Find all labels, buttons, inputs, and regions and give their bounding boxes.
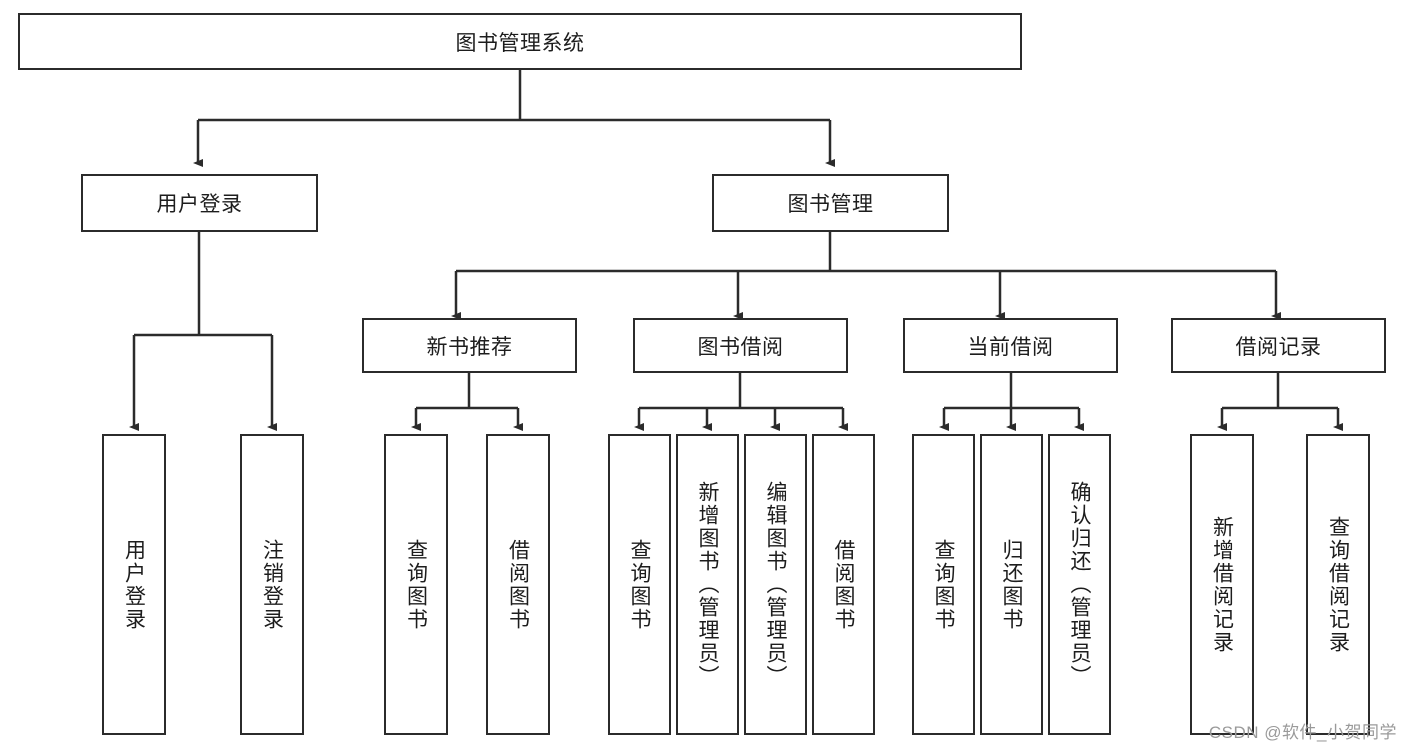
node-new-book-recommend[interactable]: 新书推荐 xyxy=(362,318,577,373)
leaf-label: 新增图书（管理员） xyxy=(696,481,719,688)
leaf-label: 用户登录 xyxy=(122,538,146,631)
node-user-login[interactable]: 用户登录 xyxy=(81,174,318,232)
node-book-borrow[interactable]: 图书借阅 xyxy=(633,318,848,373)
node-root-system[interactable]: 图书管理系统 xyxy=(18,13,1022,70)
leaf-label: 归还图书 xyxy=(1000,538,1023,631)
leaf-label: 借阅图书 xyxy=(506,538,530,631)
node-current-borrow[interactable]: 当前借阅 xyxy=(903,318,1118,373)
leaf-confirm-return-admin[interactable]: 确认归还（管理员） xyxy=(1048,434,1111,735)
leaf-label: 查询图书 xyxy=(932,538,955,631)
leaf-user-logout[interactable]: 注销登录 xyxy=(240,434,304,735)
csdn-watermark: CSDN @软件_小贺同学 xyxy=(1208,723,1397,742)
node-book-manage[interactable]: 图书管理 xyxy=(712,174,949,232)
leaf-label: 查询图书 xyxy=(628,538,651,631)
leaf-label: 确认归还（管理员） xyxy=(1068,481,1091,688)
leaf-label: 注销登录 xyxy=(260,538,284,631)
leaf-query-book-current[interactable]: 查询图书 xyxy=(912,434,975,735)
node-borrow-record[interactable]: 借阅记录 xyxy=(1171,318,1386,373)
leaf-query-book-borrow[interactable]: 查询图书 xyxy=(608,434,671,735)
leaf-query-book-recommend[interactable]: 查询图书 xyxy=(384,434,448,735)
leaf-label: 新增借阅记录 xyxy=(1210,515,1234,654)
leaf-label: 查询图书 xyxy=(404,538,428,631)
leaf-label: 编辑图书（管理员） xyxy=(764,481,787,688)
leaf-add-book-admin[interactable]: 新增图书（管理员） xyxy=(676,434,739,735)
leaf-label: 查询借阅记录 xyxy=(1326,515,1350,654)
leaf-user-login[interactable]: 用户登录 xyxy=(102,434,166,735)
leaf-add-borrow-record[interactable]: 新增借阅记录 xyxy=(1190,434,1254,735)
leaf-edit-book-admin[interactable]: 编辑图书（管理员） xyxy=(744,434,807,735)
leaf-label: 借阅图书 xyxy=(832,538,855,631)
leaf-borrow-book-recommend[interactable]: 借阅图书 xyxy=(486,434,550,735)
leaf-return-book[interactable]: 归还图书 xyxy=(980,434,1043,735)
leaf-borrow-book[interactable]: 借阅图书 xyxy=(812,434,875,735)
leaf-query-borrow-record[interactable]: 查询借阅记录 xyxy=(1306,434,1370,735)
